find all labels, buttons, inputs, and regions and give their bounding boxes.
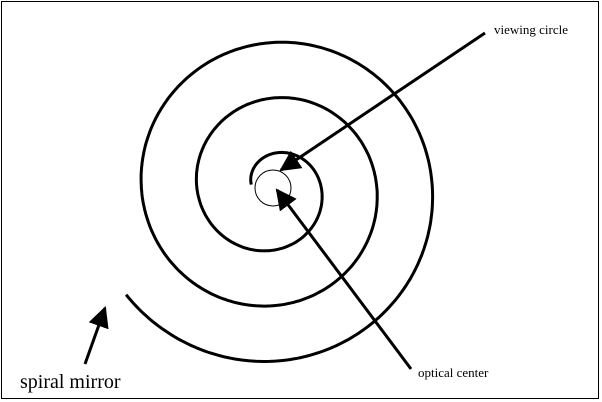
viewing-circle — [254, 169, 292, 207]
optical-center-arrow — [275, 188, 413, 370]
viewing-circle-label: viewing circle — [494, 22, 568, 37]
spiral-mirror-label: spiral mirror — [20, 371, 121, 393]
spiral-mirror-arrow — [83, 306, 109, 365]
viewing-circle-arrow — [279, 31, 486, 172]
spiral-mirror-curve — [124, 40, 435, 363]
optical-center-label: optical center — [418, 365, 489, 380]
